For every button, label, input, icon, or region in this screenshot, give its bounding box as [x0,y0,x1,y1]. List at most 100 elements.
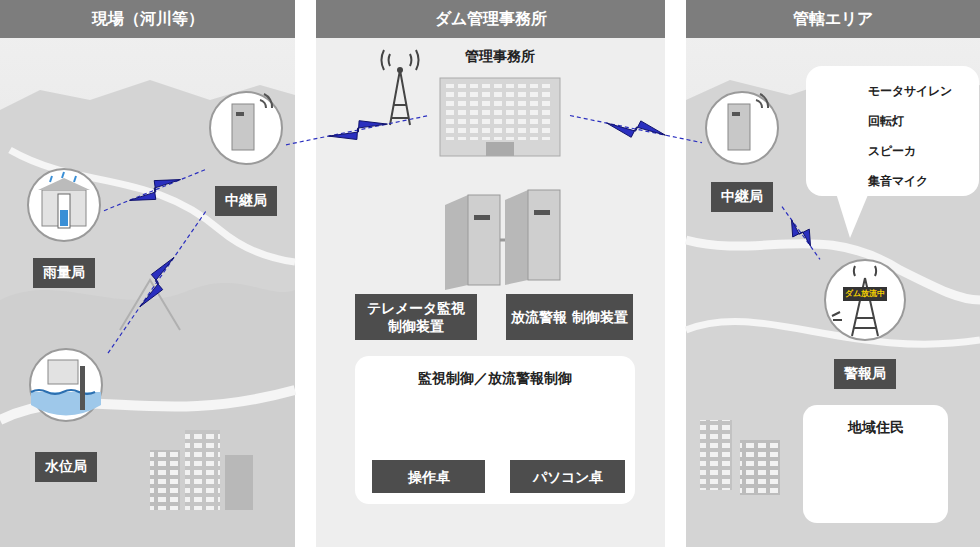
area-panel-ground [740,440,780,495]
control-cabinet-icon [500,239,505,242]
relay-station-icon [236,112,244,116]
alarm-station-icon [854,266,876,276]
sign-text: ダム放流中 [843,288,887,300]
water-level-icon [30,349,102,421]
node-label: モータサイレン [868,76,979,106]
control-cabinet-icon [445,195,468,290]
control-cabinet-icon [468,195,500,285]
field-panel-ground [225,455,253,510]
control-cabinet-icon [505,190,528,285]
lightning-bolt [130,180,181,201]
field-panel-ground [10,150,295,262]
field-panel-ground [0,283,295,547]
panel-header-bar [316,0,665,38]
field-panel-ground [0,80,295,547]
node-label: 回転灯 [868,106,979,136]
panel-header-bar [686,0,980,38]
alarm-station-icon [825,260,905,340]
rain-gauge-icon [38,178,90,190]
radio-link [104,169,206,210]
node-label: 集音マイク [868,166,979,196]
relay-station-icon [232,104,254,150]
node-label: 管理事務所 [465,48,535,66]
residents-box: 地域住民 [803,405,948,523]
node-label: 現場（河川等） [92,0,204,38]
node-label: 放流警報 制御装置 [507,308,632,326]
lightning-bolt [140,257,174,306]
panel-header-bar [0,0,295,38]
office-panel-ground [316,0,665,547]
device-box: テレメータ監視 制御装置 [355,294,477,340]
water-level-icon [31,390,95,394]
node-label: 監視制御／放流警報制御 [418,370,572,388]
relay-station-icon [210,92,282,164]
relay-station: 中継局 [702,90,782,212]
office-building-icon [382,50,419,70]
bubble-pointer [835,190,870,238]
alarm-station-icon [825,260,905,340]
area-panel-ground [700,420,732,490]
area-panel-ground [700,420,732,490]
water-level-station: 水位局 [24,346,108,482]
relay-station-icon [728,104,750,150]
node-label: パソコン卓 [529,468,607,486]
lightning-bolt [792,220,811,246]
rain-gauge-icon [28,169,100,241]
control-cabinet-icon [445,190,560,290]
rain-gauge-icon [58,194,70,228]
water-level-icon [80,366,85,410]
field-panel-ground [185,430,220,510]
node-label: 地域住民 [848,419,904,437]
control-cabinet-icon [474,215,490,220]
area-panel: 管轄エリア中継局 モータサイレン回転灯スピーカ集音マイク警報局地域住民 [686,0,980,547]
node-label: ダム管理事務所 [435,0,547,38]
radio-link-line [570,116,702,143]
water-level-icon [30,349,102,421]
field-panel-ground [0,390,295,420]
node-label: 警報局 [834,359,896,389]
radio-link [108,211,206,353]
area-panel-ground [686,0,980,547]
relay-station-icon [756,94,768,108]
relay-station: 中継局 [206,90,286,216]
radio-link [286,115,430,145]
alarm-station: 警報局 [820,255,910,389]
field-panel-ground [150,450,180,510]
radio-link-line [286,115,430,145]
panel-header-bar [0,0,980,38]
office-building-icon [397,67,403,73]
field-panel-ground [0,0,295,547]
office-panel-ground [316,0,665,547]
rain-gauge-icon [50,172,76,182]
radio-link-line [782,207,820,260]
node-label: 水位局 [35,452,97,482]
control-group-box: 監視制御／放流警報制御操作卓パソコン卓 [355,356,635,504]
control-cabinet-icon [528,190,560,280]
node-label: 管轄エリア [793,0,873,38]
office-building-icon [382,50,560,156]
device-callout: モータサイレン回転灯スピーカ集音マイク [806,66,979,196]
office-building-icon [440,78,560,156]
device-box: 放流警報 制御装置 [506,294,633,340]
area-panel: 現場（河川等） 中継局雨量局水位局 [0,0,295,547]
relay-station-icon [732,112,740,116]
office-building: 管理事務所 [430,44,570,158]
relay-station-icon [706,92,778,164]
node-label: スピーカ [868,136,979,166]
alarm-station-icon [832,312,842,320]
node-label: 中継局 [711,182,773,212]
office-building-icon [486,142,514,156]
office-building-icon [446,84,554,140]
control-cabinet-icon [534,210,550,215]
field-panel-ground [0,0,295,547]
area-panel: ダム管理事務所管理事務所テレメータ監視 制御装置 放流警報 制御装置監視制御／放流… [316,0,665,547]
office-building-icon [390,70,410,125]
node-label: テレメータ監視 制御装置 [355,299,477,335]
rain-gauge-station: 雨量局 [24,166,104,288]
alarm-station-icon [852,278,878,336]
bubble-pointer [835,190,870,238]
radio-link-line [108,211,206,353]
node-label: 雨量局 [33,258,95,288]
area-panel-ground [686,0,980,547]
